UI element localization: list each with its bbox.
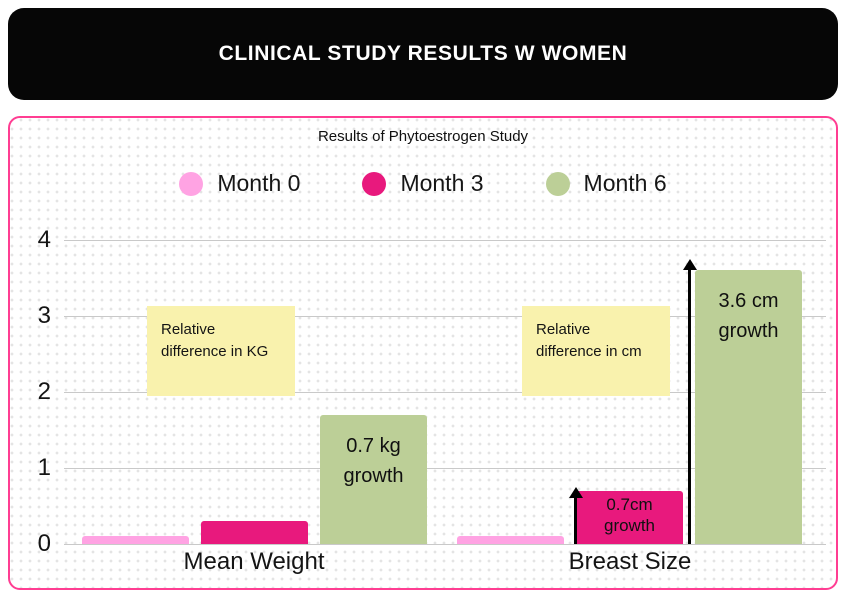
bar-mean-weight-month-6: 0.7 kg growth — [320, 414, 427, 544]
header-banner: CLINICAL STUDY RESULTS W WOMEN — [8, 8, 838, 100]
sticky-note-annotation: Relative difference in cm — [522, 306, 670, 396]
bar-group-mean-weight: 0.7 kg growth — [82, 240, 427, 544]
bar-value-label: 0.7 kg growth — [343, 434, 404, 487]
bar-mean-weight-month-3 — [201, 521, 308, 544]
plot-area: 4 3 2 1 0 0.7 kg growth 0.7cm growth 3.6 cm gro… — [38, 228, 826, 556]
legend-item-month-3: Month 3 — [362, 170, 484, 197]
x-axis-label: Mean Weight — [183, 548, 325, 575]
gridline — [64, 468, 826, 469]
gridline — [64, 544, 826, 545]
y-axis-tick: 1 — [37, 454, 51, 481]
gridline — [64, 392, 826, 393]
legend-label: Month 6 — [583, 170, 667, 196]
bar-group-breast-size: 0.7cm growth 3.6 cm growth — [457, 240, 802, 544]
y-axis-tick: 0 — [37, 530, 51, 557]
growth-arrow-up — [688, 268, 691, 544]
y-axis-tick: 2 — [37, 378, 51, 405]
bar-breast-size-month-0 — [457, 536, 564, 544]
legend-swatch — [545, 171, 570, 196]
gridline — [64, 316, 826, 317]
bar-mean-weight-month-0 — [82, 536, 189, 544]
y-axis-tick: 4 — [37, 226, 51, 253]
x-axis-label: Breast Size — [568, 548, 692, 575]
header-title: CLINICAL STUDY RESULTS W WOMEN — [218, 42, 628, 65]
chart-title: Results of Phytoestrogen Study — [317, 128, 529, 145]
legend-label: Month 3 — [400, 170, 484, 196]
bar-breast-size-month-3: 0.7cm growth — [576, 490, 683, 544]
chart-legend: Month 0 Month 3 Month 6 — [10, 170, 836, 197]
sticky-note-annotation: Relative difference in KG — [147, 306, 295, 396]
bar-value-label: 3.6 cm growth — [718, 290, 779, 343]
y-axis-tick: 3 — [37, 302, 51, 329]
legend-swatch — [362, 171, 387, 196]
legend-item-month-0: Month 0 — [179, 170, 300, 197]
gridline — [64, 240, 826, 241]
legend-label: Month 0 — [217, 170, 301, 196]
growth-arrow-up — [574, 496, 577, 544]
bar-breast-size-month-6: 3.6 cm growth — [695, 270, 802, 544]
bar-value-label: 0.7cm growth — [603, 494, 656, 536]
legend-item-month-6: Month 6 — [545, 170, 667, 197]
legend-swatch — [179, 171, 204, 196]
